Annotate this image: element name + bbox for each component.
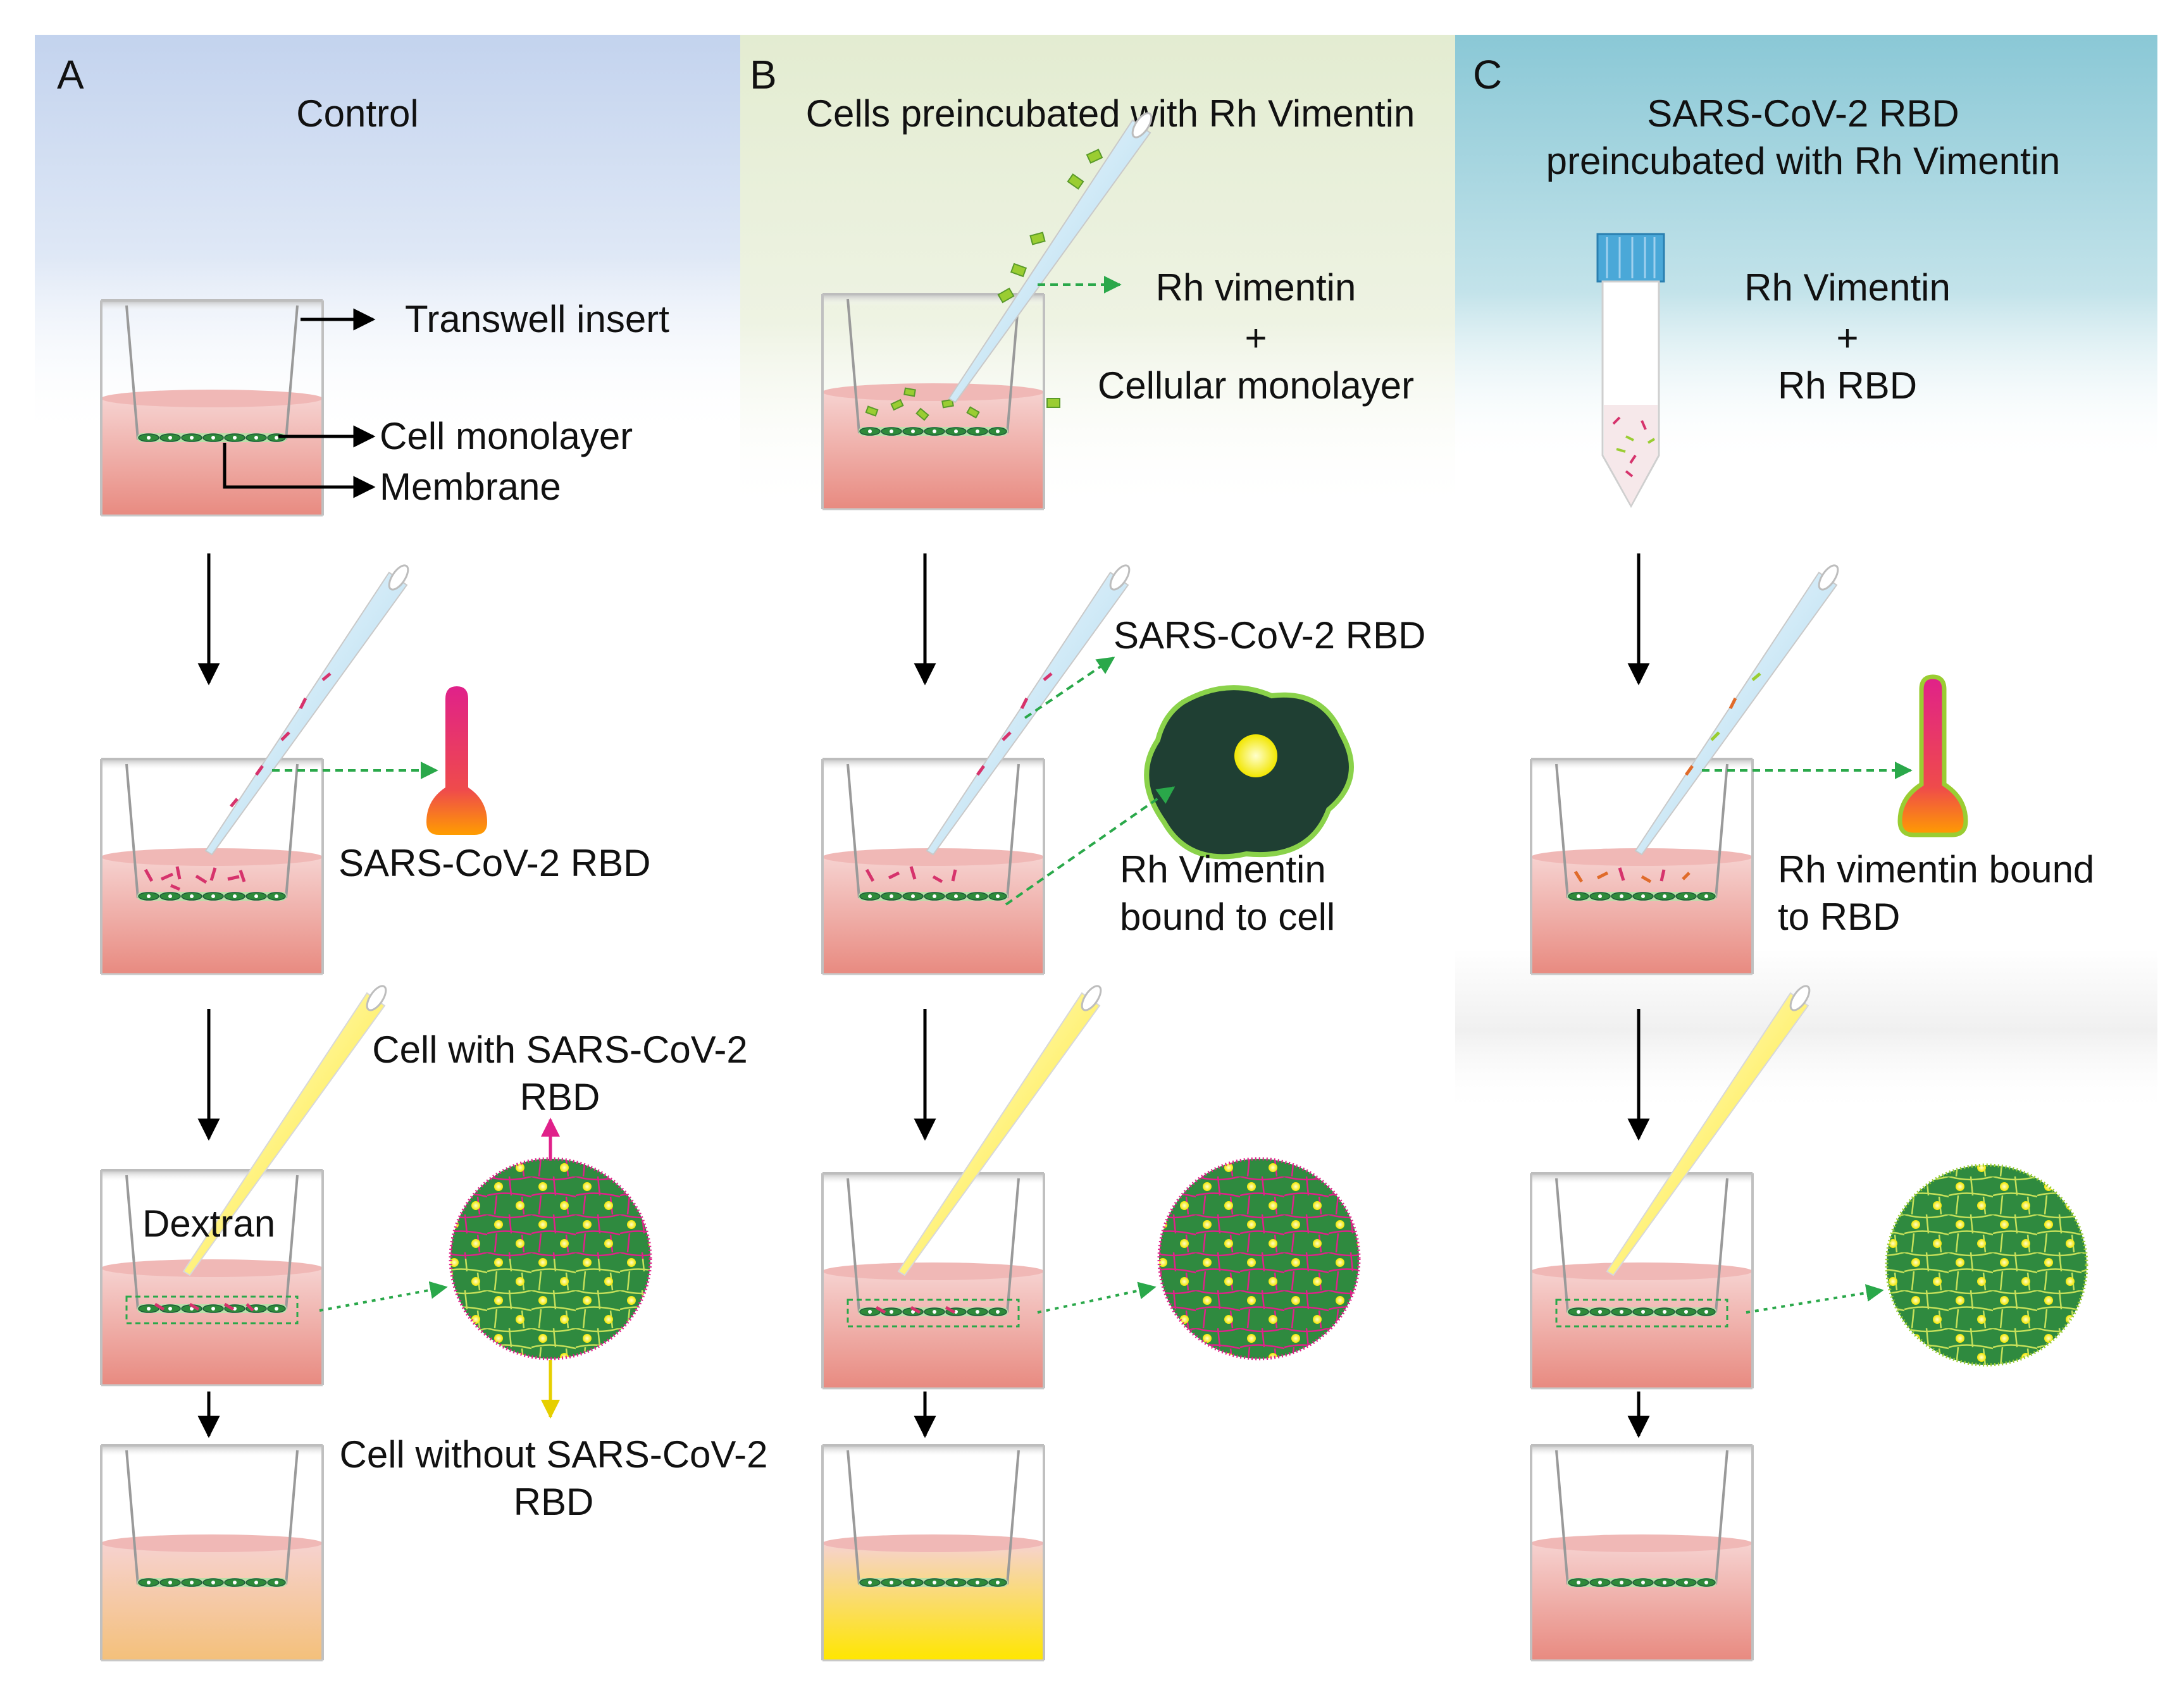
panel-b-letter: B — [750, 52, 777, 97]
pipette-rbd-a — [204, 561, 413, 856]
label-bound-c-2: to RBD — [1778, 896, 1900, 938]
arrow-to-circle-c — [1746, 1284, 1884, 1314]
pipette-vimentin-b — [948, 109, 1157, 408]
pipette-mix-c — [1634, 561, 1843, 856]
arrow-to-circle-a — [319, 1281, 448, 1312]
pipette-dextran-b — [897, 982, 1106, 1276]
label-mix-1: Rh Vimentin — [1744, 266, 1951, 309]
arrow-to-circle-b — [1037, 1281, 1157, 1314]
panel-c-well-3 — [1530, 1172, 1754, 1390]
panel-c-title-2: preincubated with Rh Vimentin — [1546, 140, 2061, 182]
arrow-membrane — [223, 443, 376, 498]
panel-c-well-4 — [1530, 1444, 1754, 1662]
panel-c: C SARS-CoV-2 RBD preincubated with Rh Vi… — [1473, 52, 2094, 1662]
panel-c-letter: C — [1473, 52, 1502, 97]
label-without-rbd-2: RBD — [514, 1481, 594, 1523]
pipette-rbd-b — [926, 561, 1134, 856]
label-bound-b-1: Rh Vimentin — [1120, 848, 1326, 891]
label-mix-2: Rh RBD — [1778, 364, 1917, 407]
arrow-to-rbd-label-b — [1024, 657, 1115, 719]
rbd-probe-c — [1897, 674, 1968, 837]
panel-b-well-2 — [821, 758, 1045, 975]
panel-c-background — [1455, 35, 2157, 465]
panel-a: A Control Transwell insert Cell monolaye… — [57, 52, 768, 1662]
label-without-rbd-1: Cell without SARS-CoV-2 — [340, 1433, 768, 1476]
cell-zoom-c — [1885, 1163, 2088, 1367]
panel-a-well-1 — [100, 299, 324, 517]
label-cell-monolayer: Cell monolayer — [380, 415, 633, 457]
panel-c-band — [1455, 949, 2157, 1113]
panel-a-well-2 — [100, 758, 324, 975]
label-dextran: Dextran — [142, 1202, 275, 1245]
rbd-probe-a — [426, 686, 487, 835]
label-with-rbd-1: Cell with SARS-CoV-2 — [372, 1028, 748, 1071]
label-vim-2: Cellular monolayer — [1098, 364, 1414, 407]
label-rbd-a: SARS-CoV-2 RBD — [338, 842, 650, 884]
panel-b-title: Cells preincubated with Rh Vimentin — [806, 92, 1415, 135]
label-bound-b-2: bound to cell — [1120, 896, 1335, 938]
label-bound-c-1: Rh vimentin bound — [1778, 848, 2094, 891]
label-transwell-insert: Transwell insert — [405, 298, 669, 340]
panel-b-well-1 — [821, 293, 1045, 510]
panel-b-well-4 — [821, 1444, 1045, 1662]
panel-c-title-1: SARS-CoV-2 RBD — [1647, 92, 1959, 135]
label-rbd-b: SARS-CoV-2 RBD — [1114, 614, 1425, 657]
panel-b: B Cells preincubated with Rh Vimentin — [750, 52, 1425, 1662]
panel-a-well-4 — [100, 1444, 324, 1662]
label-mix-plus: + — [1836, 317, 1858, 359]
label-vim-plus: + — [1244, 317, 1267, 359]
panel-a-letter: A — [57, 52, 84, 97]
cell-zoom-a — [449, 1157, 652, 1361]
vimentin-bound-cell-b — [1144, 685, 1354, 860]
label-vim-1: Rh vimentin — [1156, 266, 1356, 309]
panel-a-title: Control — [296, 92, 418, 135]
panel-b-well-3 — [821, 1172, 1045, 1390]
arrow-to-bound-cell-b — [1005, 786, 1176, 906]
panel-a-background — [35, 35, 740, 440]
label-with-rbd-2: RBD — [520, 1076, 600, 1118]
panel-c-well-2 — [1530, 758, 1754, 975]
panel-a-well-3 — [100, 1169, 324, 1386]
preincubation-tube-c — [1596, 233, 1665, 509]
label-membrane: Membrane — [380, 466, 561, 508]
cell-zoom-b — [1157, 1157, 1361, 1361]
